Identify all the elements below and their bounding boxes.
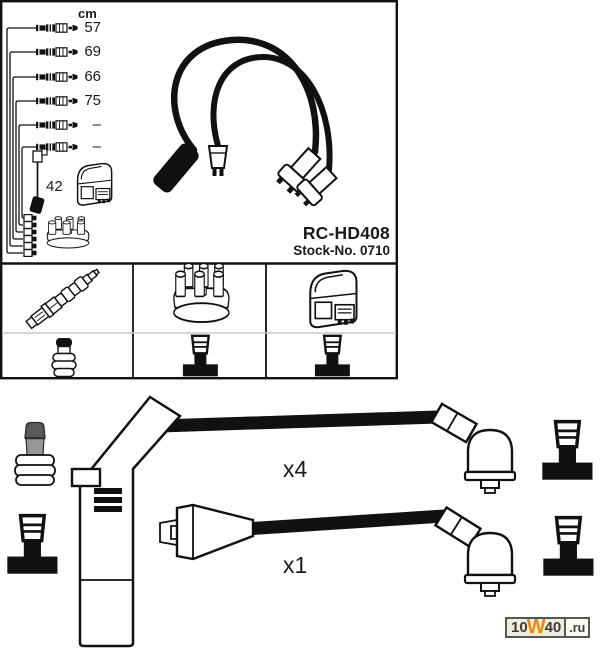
spark-plug-icon [25, 268, 101, 330]
coil-cable-x1-drawing [159, 503, 517, 598]
watermark-seg-40: 40 [544, 619, 562, 636]
watermark-seg-ru: .ru [564, 619, 589, 636]
watermark-seg-w: W [526, 616, 546, 638]
cable-length-value-3: 66 [84, 68, 101, 85]
unit-header-label: cm [78, 6, 97, 21]
parts-table-grid [2, 262, 396, 378]
distributor-stub-connectors [23, 214, 37, 258]
coil-cable-count-label: x1 [283, 552, 308, 578]
cable-length-value-4: 75 [84, 92, 101, 109]
cable-fanout-bracket [6, 27, 38, 254]
watermark-10w40: 10 W 40 .ru [505, 616, 591, 638]
plug-cable-count-label: x4 [283, 456, 308, 482]
cable-length-value-6: – [92, 138, 101, 155]
ignition-coil-icon [76, 162, 113, 206]
plug-boot-gray-icon [14, 421, 56, 486]
plug-boot-small-icon [51, 338, 77, 378]
cable-length-value-2: 69 [84, 43, 101, 60]
curved-cables-illustration [153, 36, 338, 207]
watermark-brand: 10 W 40 [507, 616, 564, 638]
ignition-coil-table-icon [309, 269, 358, 329]
terminal-icon-right-top [540, 419, 595, 482]
part-number-label: RC-HD408 [302, 223, 390, 243]
terminal-icon-right-bottom [541, 515, 596, 578]
terminal-table-icon-1 [181, 334, 220, 378]
terminal-icon-left [5, 513, 60, 576]
watermark-seg-10: 10 [511, 619, 528, 636]
plug-cable-x4-drawing [70, 395, 517, 648]
terminal-table-icon-2 [313, 334, 352, 378]
kit-drawing [5, 395, 596, 648]
distributor-cap-table-icon [172, 262, 230, 323]
coil-side-boot [78, 395, 182, 648]
stock-number-label: Stock-No. 0710 [293, 243, 390, 258]
cable-length-value-5: – [92, 116, 101, 133]
distributor-cap-icon [46, 216, 90, 249]
cable-length-value-1: 57 [84, 19, 101, 36]
plug-boot-elbow-x4 [463, 428, 517, 495]
plug-boot-elbow-x1 [463, 531, 517, 598]
coil-cable-length-label: 42 [46, 178, 63, 195]
coil-cable-42-drawing [29, 148, 48, 214]
panel-border [0, 0, 398, 380]
top-panel-drawing [0, 0, 398, 380]
